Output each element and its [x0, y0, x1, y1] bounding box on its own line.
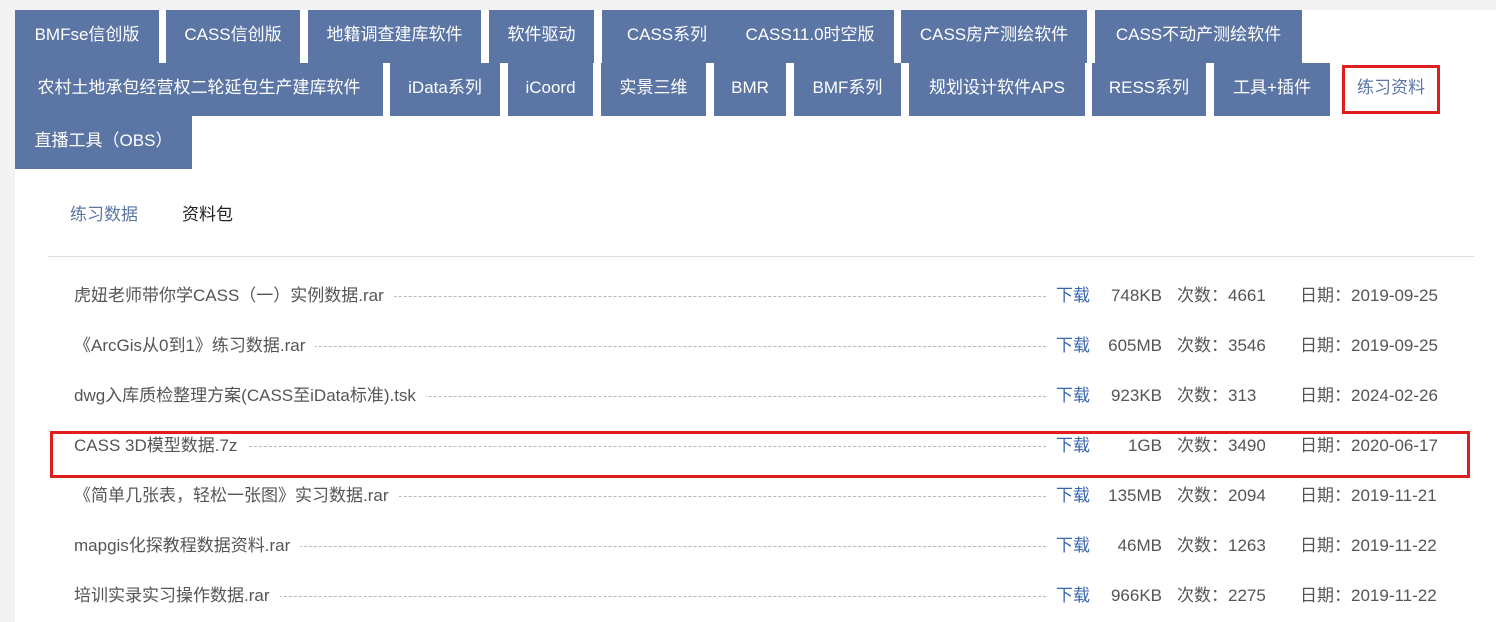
- tab-icoord[interactable]: iCoord: [508, 63, 593, 116]
- download-link[interactable]: 下载: [1056, 286, 1090, 305]
- file-size: 748KB: [1110, 286, 1162, 305]
- content-panel: BMFse信创版 CASS信创版 地籍调查建库软件 软件驱动 CASS系列 CA…: [15, 10, 1496, 622]
- download-link[interactable]: 下载: [1056, 486, 1090, 505]
- tab-ress[interactable]: RESS系列: [1092, 63, 1206, 116]
- dotted-leader: [74, 446, 1046, 447]
- file-row: mapgis化探教程数据资料.rar 下载 46MB 次数：1263 日期：20…: [48, 521, 1474, 571]
- tab-cass-series[interactable]: CASS系列: [602, 10, 732, 63]
- download-count: 次数：2275: [1177, 586, 1266, 605]
- download-link[interactable]: 下载: [1056, 536, 1090, 555]
- file-row: dwg入库质检整理方案(CASS至iData标准).tsk 下载 923KB 次…: [48, 371, 1474, 421]
- file-date: 日期：2019-11-22: [1300, 586, 1437, 605]
- download-link[interactable]: 下载: [1056, 436, 1090, 455]
- tab-aps[interactable]: 规划设计软件APS: [909, 63, 1085, 116]
- file-row-highlighted: CASS 3D模型数据.7z 下载 1GB 次数：3490 日期：2020-06…: [48, 421, 1474, 471]
- file-name[interactable]: 虎妞老师带你学CASS（一）实例数据.rar: [74, 271, 394, 321]
- dotted-leader: [74, 546, 1046, 547]
- file-name[interactable]: mapgis化探教程数据资料.rar: [74, 521, 301, 571]
- file-size: 966KB: [1110, 586, 1162, 605]
- file-date: 日期：2020-06-17: [1300, 436, 1438, 455]
- tab-nongcun[interactable]: 农村土地承包经营权二轮延包生产建库软件: [15, 63, 383, 116]
- download-link[interactable]: 下载: [1056, 586, 1090, 605]
- tab-bmf-series[interactable]: BMF系列: [794, 63, 901, 116]
- tab-shijing[interactable]: 实景三维: [601, 63, 706, 116]
- file-row: 《ArcGis从0到1》练习数据.rar 下载 605MB 次数：3546 日期…: [48, 321, 1474, 371]
- tab-practice-materials[interactable]: 练习资料: [1342, 65, 1440, 114]
- file-row: 《简单几张表，轻松一张图》实习数据.rar 下载 135MB 次数：2094 日…: [48, 471, 1474, 521]
- dotted-leader: [74, 346, 1046, 347]
- file-size: 135MB: [1108, 486, 1162, 505]
- download-count: 次数：2094: [1177, 486, 1266, 505]
- subtab-practice-data[interactable]: 练习数据: [70, 205, 138, 224]
- file-name[interactable]: 《简单几张表，轻松一张图》实习数据.rar: [74, 471, 399, 521]
- download-count: 次数：1263: [1177, 536, 1266, 555]
- subtab-material-pack[interactable]: 资料包: [182, 205, 233, 224]
- file-date: 日期：2019-09-25: [1300, 336, 1438, 355]
- file-size: 605MB: [1108, 336, 1162, 355]
- download-link[interactable]: 下载: [1056, 386, 1090, 405]
- file-size: 923KB: [1110, 386, 1162, 405]
- file-size: 1GB: [1127, 436, 1162, 455]
- file-name[interactable]: dwg入库质检整理方案(CASS至iData标准).tsk: [74, 371, 426, 421]
- file-date: 日期：2019-11-22: [1300, 536, 1437, 555]
- divider: [48, 256, 1474, 257]
- tab-tools-plugins[interactable]: 工具+插件: [1214, 63, 1330, 116]
- download-link[interactable]: 下载: [1056, 336, 1090, 355]
- tab-cass-fangchan[interactable]: CASS房产测绘软件: [901, 10, 1087, 63]
- download-count: 次数：313: [1177, 386, 1257, 405]
- file-size: 46MB: [1117, 536, 1162, 555]
- tab-obs[interactable]: 直播工具（OBS）: [15, 116, 192, 169]
- dotted-leader: [74, 396, 1046, 397]
- file-date: 日期：2019-09-25: [1300, 286, 1438, 305]
- file-name[interactable]: 培训实录实习操作数据.rar: [74, 571, 280, 621]
- tab-driver[interactable]: 软件驱动: [489, 10, 594, 63]
- tab-bmr[interactable]: BMR: [714, 63, 786, 116]
- tab-dijidiaocha[interactable]: 地籍调查建库软件: [308, 10, 481, 63]
- file-row: 虎妞老师带你学CASS（一）实例数据.rar 下载 748KB 次数：4661 …: [48, 271, 1474, 321]
- file-date: 日期：2024-02-26: [1300, 386, 1438, 405]
- tab-idata[interactable]: iData系列: [390, 63, 500, 116]
- file-date: 日期：2019-11-21: [1300, 486, 1437, 505]
- dotted-leader: [74, 296, 1046, 297]
- download-count: 次数：3490: [1177, 436, 1266, 455]
- file-name[interactable]: CASS 3D模型数据.7z: [74, 421, 248, 471]
- file-row: 培训实录实习操作数据.rar 下载 966KB 次数：2275 日期：2019-…: [48, 571, 1474, 621]
- dotted-leader: [74, 596, 1046, 597]
- tab-cass-xinchuang[interactable]: CASS信创版: [166, 10, 300, 63]
- tab-cass-budongchan[interactable]: CASS不动产测绘软件: [1095, 10, 1302, 63]
- download-count: 次数：4661: [1177, 286, 1266, 305]
- dotted-leader: [74, 496, 1046, 497]
- tab-cass11[interactable]: CASS11.0时空版: [726, 10, 894, 63]
- tab-bmfse[interactable]: BMFse信创版: [15, 10, 159, 63]
- download-count: 次数：3546: [1177, 336, 1266, 355]
- file-name[interactable]: 《ArcGis从0到1》练习数据.rar: [74, 321, 316, 371]
